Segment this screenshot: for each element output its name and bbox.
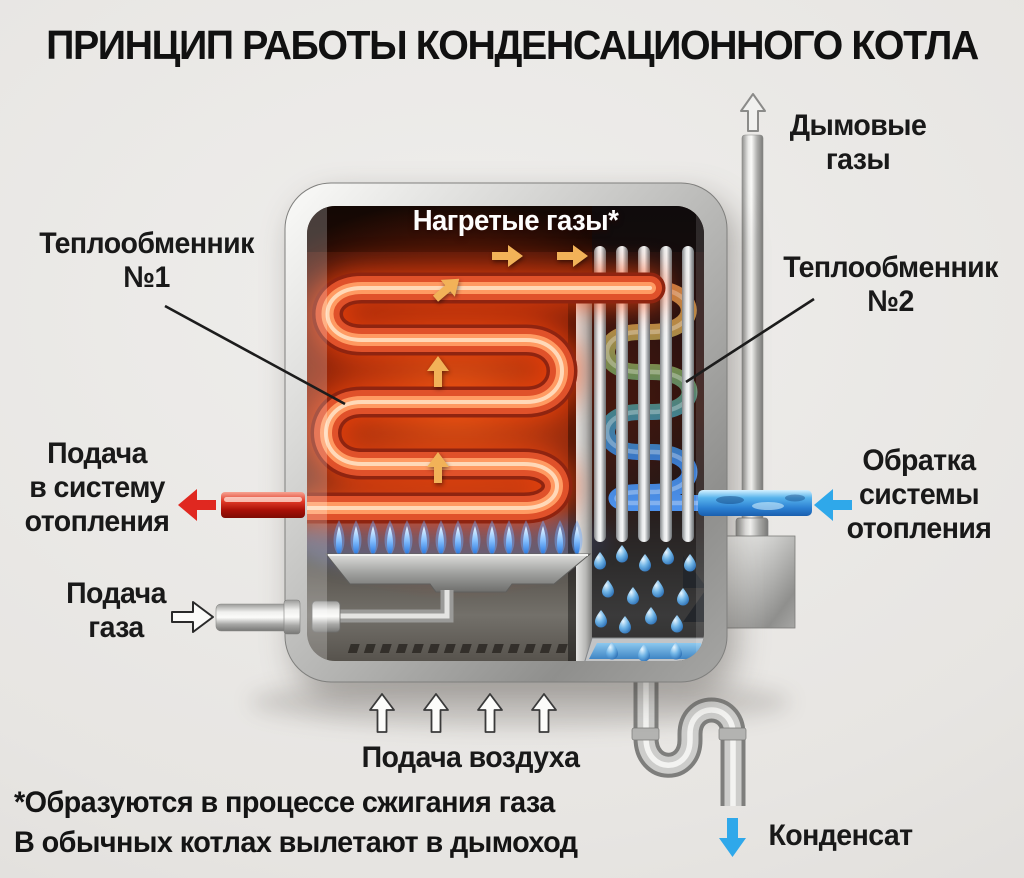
condensate-arrow-icon (719, 818, 746, 857)
leader-line-hx2 (685, 297, 815, 384)
footnote: *Образуются в процессе сжигания газа В о… (14, 786, 578, 859)
label-heated-gases: Нагретые газы* (412, 205, 619, 237)
condensation-tubes (594, 246, 694, 542)
chamber-partition-wall (576, 303, 592, 661)
heating-supply-pipe (221, 492, 305, 518)
burner-flames (333, 520, 583, 556)
heating-return-pipe (698, 490, 812, 516)
flue-connector-block (725, 535, 796, 629)
return-arrow-icon (814, 489, 852, 521)
label-condensate: Конденсат (768, 819, 913, 852)
label-heating-supply: Подача в систему отопления (24, 437, 170, 538)
gas-supply-pipe (215, 599, 301, 635)
label-heat-exchanger-1: Теплообменник №1 (39, 227, 254, 294)
leader-line-hx1 (164, 304, 346, 406)
label-gas-supply: Подача газа (66, 577, 166, 644)
flue-pipe (725, 134, 796, 629)
combustion-chamber (307, 206, 704, 661)
label-flue-gases: Дымовые газы (789, 109, 927, 176)
label-heat-exchanger-2: Теплообменник №2 (783, 251, 998, 318)
page-title: ПРИНЦИП РАБОТЫ КОНДЕНСАЦИОННОГО КОТЛА (46, 22, 979, 68)
supply-arrow-icon (178, 489, 216, 521)
gas-arrow-icon (171, 601, 214, 633)
floor-grille (347, 644, 568, 653)
condensate-tray (583, 637, 704, 661)
flue-arrow-icon (740, 93, 766, 132)
label-air-supply: Подача воздуха (361, 741, 580, 774)
label-heating-return: Обратка системы отопления (846, 444, 992, 545)
primary-coil (307, 272, 666, 524)
gas-burner (311, 520, 592, 633)
